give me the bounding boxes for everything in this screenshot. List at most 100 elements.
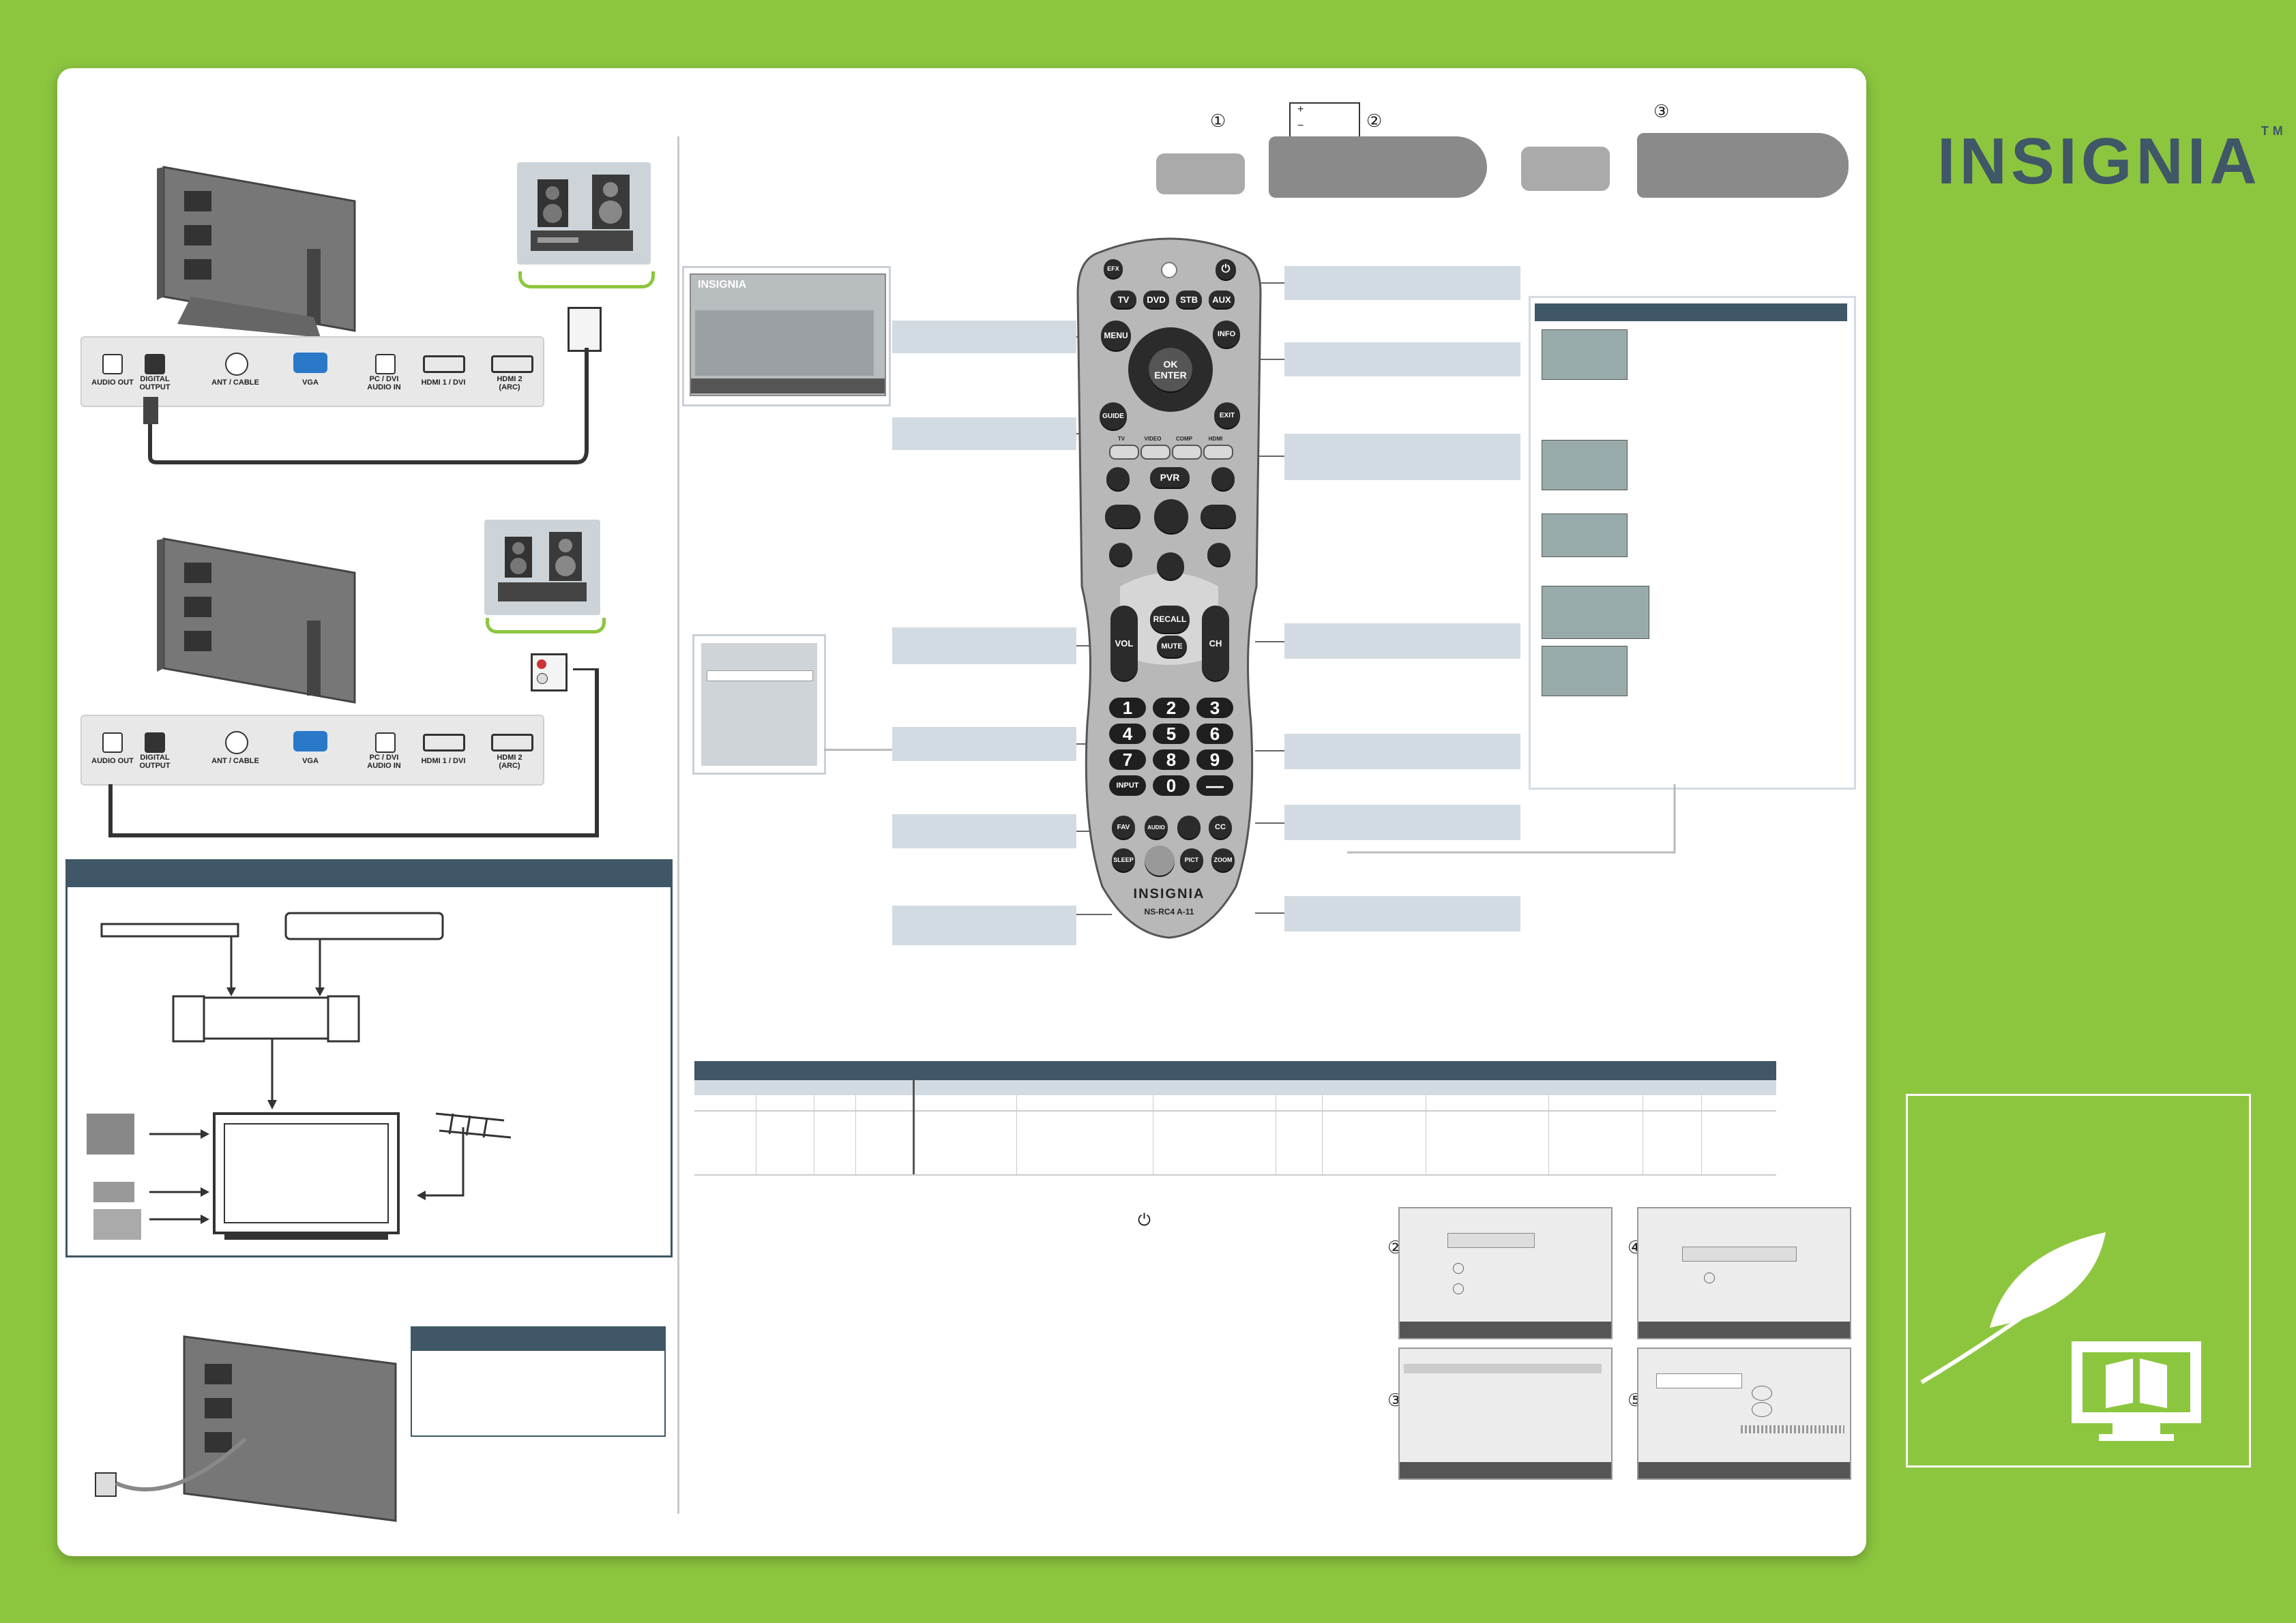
remote-forward-button[interactable]	[1201, 505, 1236, 528]
cable-2	[108, 668, 599, 837]
remote-blue-button[interactable]	[1203, 445, 1233, 460]
remote-ir-light	[1161, 262, 1177, 278]
remote-skip-button[interactable]	[1207, 543, 1231, 566]
callout-menu	[892, 321, 1076, 353]
remote-exit-button[interactable]: EXIT	[1214, 402, 1240, 428]
remote-play-button[interactable]	[1154, 499, 1188, 533]
remote-center-button[interactable]	[1145, 846, 1175, 876]
remote-yellow-button[interactable]	[1172, 445, 1202, 460]
remote-num-8[interactable]: 8	[1153, 749, 1190, 770]
picture-modes-header	[1535, 303, 1847, 321]
remote-pvr-button[interactable]: PVR	[1150, 467, 1190, 488]
callout-guide	[892, 417, 1076, 450]
callout-dash	[1284, 734, 1520, 769]
remote-color-label-comp: COMP	[1176, 436, 1192, 442]
remote-red-button[interactable]	[1109, 445, 1139, 460]
remote-vol-rocker[interactable]: VOL	[1110, 606, 1138, 681]
cell-plus-label: +	[1297, 104, 1304, 115]
remote-menu-button[interactable]: MENU	[1101, 321, 1131, 351]
remote-pict-button[interactable]: PICT	[1180, 848, 1203, 872]
home-theater-section	[65, 859, 673, 1257]
remote-dash-button[interactable]: —	[1196, 775, 1233, 796]
battery-step-2-number: ②	[1366, 110, 1383, 131]
remote-mute-button[interactable]: MUTE	[1157, 636, 1187, 657]
remote-sap-button[interactable]: EFX	[1104, 259, 1123, 278]
battery-cells: + −	[1289, 102, 1360, 139]
hdmi1-port	[423, 355, 465, 373]
input-list-illustration	[692, 634, 826, 775]
port-label-pc-audio-in-2: PC / DVI AUDIO IN	[367, 754, 401, 770]
speaker-receiver-1	[517, 162, 651, 265]
picture-thumb-4	[1542, 586, 1649, 639]
port-label-audio-out-2: AUDIO OUT	[91, 757, 134, 765]
remote-back-1	[1269, 136, 1487, 198]
remote-num-0[interactable]: 0	[1153, 775, 1190, 796]
remote-num-7[interactable]: 7	[1109, 749, 1146, 770]
remote-input-button[interactable]: INPUT	[1109, 775, 1146, 796]
tv-power-illustration	[89, 1330, 416, 1534]
green-bracket-2	[486, 618, 606, 634]
remote-dvd-button[interactable]: DVD	[1143, 291, 1169, 308]
callout-cc	[1284, 805, 1520, 840]
remote-sleep-button[interactable]: SLEEP	[1112, 848, 1135, 872]
port-label-pc-audio-in: PC / DVI AUDIO IN	[367, 375, 401, 391]
callout-pict	[1284, 896, 1520, 932]
remote-record-button[interactable]	[1211, 467, 1235, 490]
remote-num-3[interactable]: 3	[1196, 698, 1233, 718]
port-label-vga: VGA	[302, 378, 319, 387]
remote-ok-button[interactable]: OK ENTER	[1149, 348, 1192, 391]
port-label-ant-cable: ANT / CABLE	[211, 378, 259, 387]
remote-blank-button[interactable]	[1177, 816, 1201, 839]
hdmi2-port	[491, 355, 533, 373]
remote-info-button[interactable]: INFO	[1213, 321, 1240, 348]
port-label-hdmi1: HDMI 1 / DVI	[421, 378, 466, 387]
remote-num-6[interactable]: 6	[1196, 724, 1233, 744]
battery-cover-2	[1521, 147, 1610, 191]
table-subheader	[694, 1080, 1776, 1095]
note-header-bar	[412, 1328, 664, 1351]
setup-screen-2	[1398, 1207, 1613, 1339]
port-panel-1: AUDIO OUT DIGITAL OUTPUT ANT / CABLE VGA…	[80, 336, 544, 407]
remote-control: EFX ⏻ TV DVD STB AUX MENU INFO OK ENTER …	[1072, 232, 1266, 941]
port-label-digital-output-2: DIGITAL OUTPUT	[139, 754, 171, 770]
remote-stb-button[interactable]: STB	[1176, 291, 1202, 308]
port-label-digital-output: DIGITAL OUTPUT	[139, 375, 171, 391]
remote-num-4[interactable]: 4	[1109, 724, 1146, 744]
port-label-hdmi2: HDMI 2 (ARC)	[497, 375, 523, 391]
remote-num-5[interactable]: 5	[1153, 724, 1190, 744]
remote-recall-button[interactable]: RECALL	[1150, 606, 1190, 633]
remote-green-button[interactable]	[1140, 445, 1171, 460]
remote-color-label-hdmi: HDMI	[1208, 436, 1223, 442]
remote-rewind-button[interactable]	[1105, 505, 1140, 528]
remote-model: NS-RC4 A-11	[1144, 907, 1194, 917]
picture-modes-panel	[1529, 296, 1856, 790]
remote-power-button[interactable]: ⏻	[1216, 259, 1236, 280]
remote-ch-rocker[interactable]: CH	[1202, 606, 1229, 681]
battery-step-3-number: ③	[1653, 101, 1670, 121]
remote-logo: INSIGNIA	[1133, 887, 1205, 902]
picture-thumb-1	[1542, 329, 1628, 380]
remote-pause-button[interactable]	[1157, 552, 1184, 580]
rca-connector	[531, 653, 568, 691]
picture-panel-connector	[1347, 784, 1676, 854]
remote-tv-button[interactable]: TV	[1110, 291, 1136, 308]
osd-menu-illustration: INSIGNIA	[682, 266, 891, 406]
remote-aux-button[interactable]: AUX	[1209, 291, 1235, 308]
green-bracket-1	[518, 271, 655, 288]
remote-replay-button[interactable]	[1109, 543, 1132, 566]
insignia-logo: INSIGNIATM	[1937, 124, 2287, 199]
tv-back-illustration-2	[75, 532, 362, 709]
setup-screen-3	[1398, 1347, 1613, 1480]
remote-num-2[interactable]: 2	[1153, 698, 1190, 718]
remote-num-1[interactable]: 1	[1109, 698, 1146, 718]
remote-stop-button[interactable]	[1106, 467, 1130, 490]
remote-guide-button[interactable]: GUIDE	[1100, 402, 1127, 430]
remote-audio-button[interactable]: AUDIO	[1145, 816, 1168, 839]
remote-cc-button[interactable]: CC	[1209, 816, 1232, 839]
digital-output-jack	[145, 354, 165, 374]
remote-num-9[interactable]: 9	[1196, 749, 1233, 770]
remote-fav-button[interactable]: FAV	[1112, 816, 1135, 839]
port-label-hdmi1-2: HDMI 1 / DVI	[421, 757, 466, 765]
tv-back-illustration-1	[75, 160, 362, 338]
remote-zoom-button[interactable]: ZOOM	[1211, 848, 1235, 872]
